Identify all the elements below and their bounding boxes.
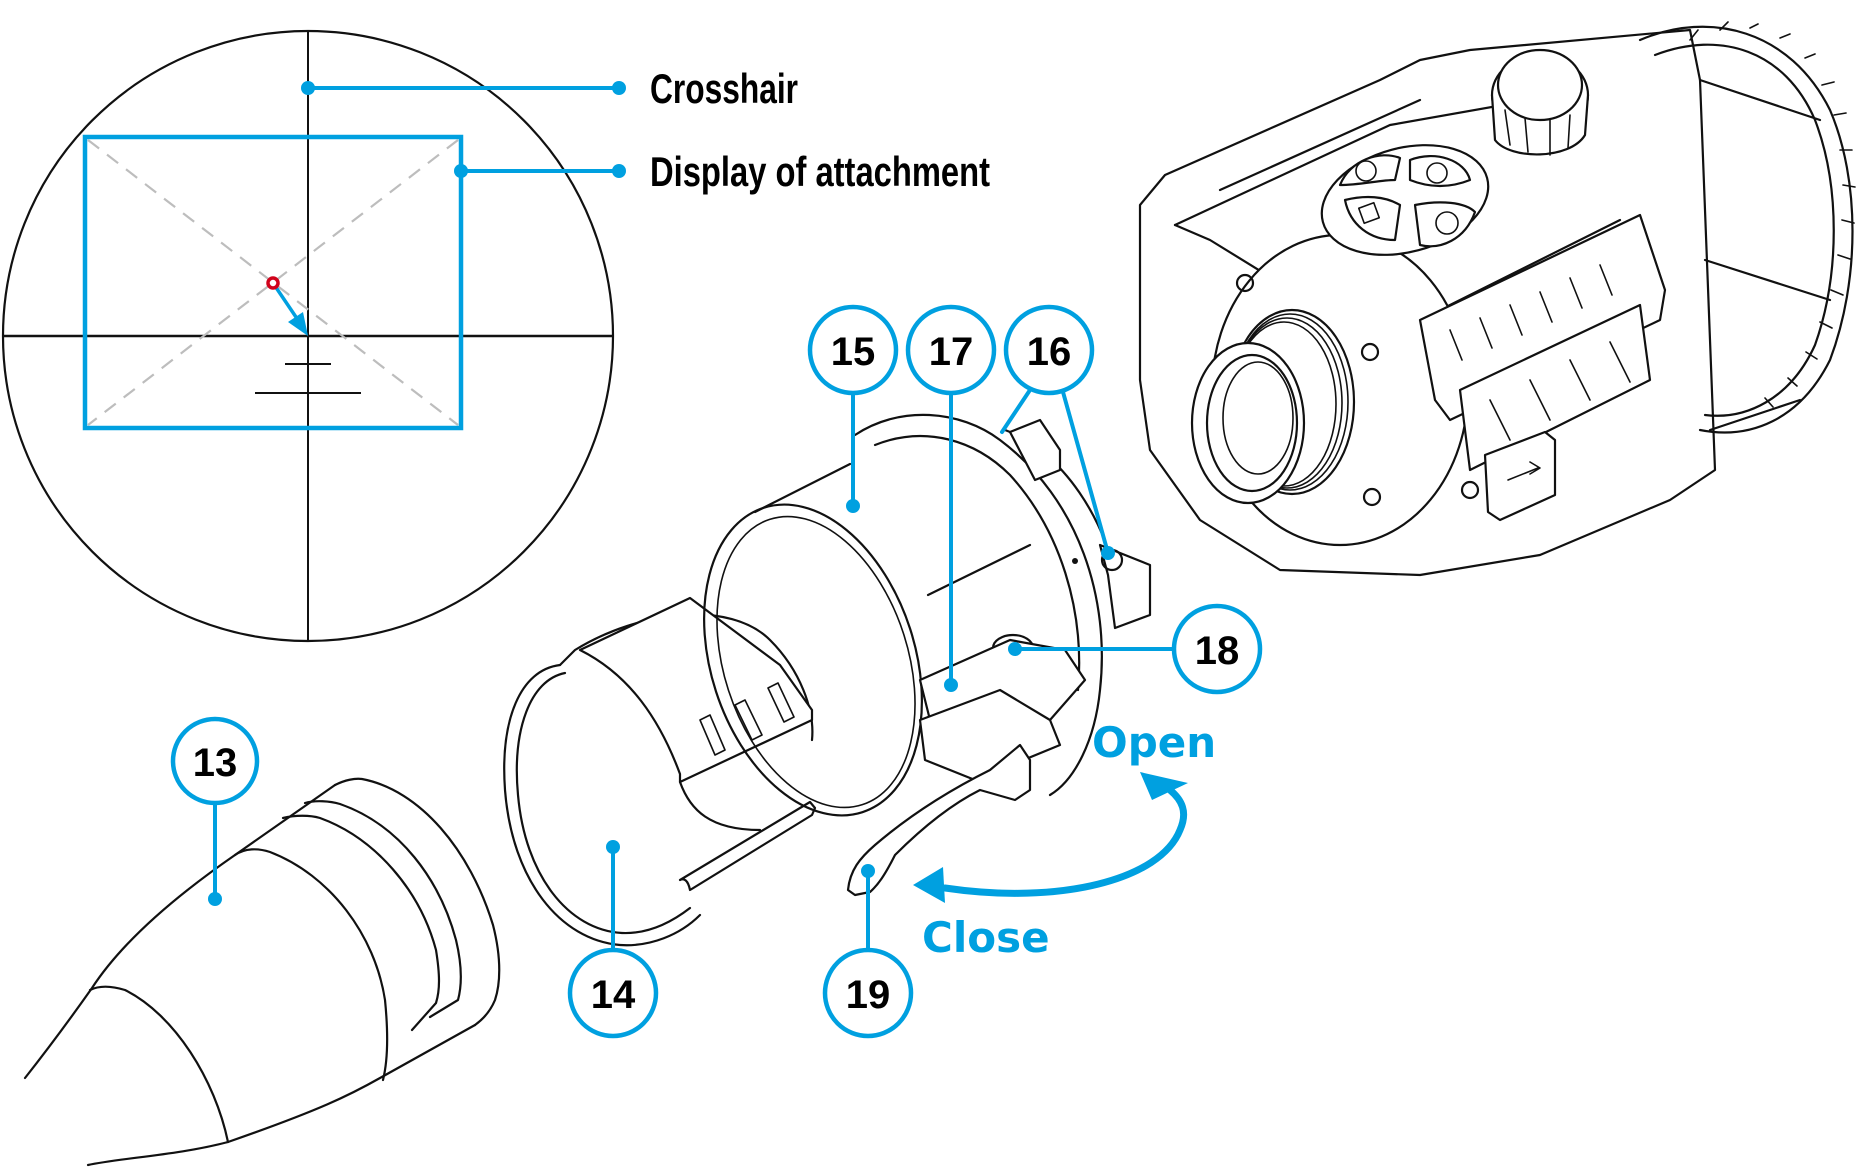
riflescope-eyepiece: [23, 777, 501, 1167]
adapter-ring-inner: [515, 671, 692, 935]
mount-top-line: [753, 462, 852, 514]
crosshair-leader-end-dot: [612, 81, 626, 95]
keypad-button-top-left[interactable]: [1338, 154, 1402, 187]
mount-mid-line: [926, 543, 1032, 597]
square-icon: [1357, 201, 1381, 225]
scope-ring-3: [233, 848, 389, 1082]
lever-direction-arrow: Open Close: [913, 718, 1216, 962]
thermal-attachment-device: [1138, 21, 1856, 577]
open-arrowhead: [1140, 772, 1188, 800]
open-close-arrow-curve: [941, 786, 1188, 897]
device-keypad: [1320, 144, 1490, 256]
callout-13-dot: [208, 892, 222, 906]
scope-inner-arc: [88, 985, 230, 1144]
callout-14-dot: [606, 840, 620, 854]
callout-19-dot: [861, 864, 875, 878]
close-arrowhead: [913, 867, 945, 903]
callout-18-dot: [1008, 642, 1022, 656]
flange-screw-1: [1235, 273, 1255, 293]
mount-front-ring-inner: [716, 515, 916, 809]
device-objective-outer: [1638, 25, 1854, 434]
device-rail-teeth: [1449, 264, 1613, 361]
display-diagonal-1: [87, 139, 459, 426]
device-objective-knurling: [1689, 21, 1856, 408]
device-objective-cone-lines: [1698, 78, 1832, 432]
scope-ring-1: [303, 800, 462, 1019]
shift-arrow-shaft: [271, 282, 302, 324]
callout-19-circle: [822, 947, 914, 1039]
adapter-inner-edge: [678, 780, 762, 832]
usb-icon: [1507, 461, 1541, 481]
callout-15-number: 15: [831, 330, 876, 374]
device-objective-inner: [1653, 43, 1835, 417]
device-side-rail: [1418, 213, 1667, 422]
scope-front-rim: [333, 777, 501, 1027]
callout-18-circle: [1171, 603, 1263, 695]
adapter-slots: [699, 682, 795, 756]
callout-16-circle: [1003, 304, 1095, 396]
device-lens-ring-outer: [1190, 341, 1306, 505]
mount-front-ring-outer: [703, 503, 923, 817]
point-of-impact-dot: [266, 276, 280, 290]
reticle-view: Crosshair Display of attachment: [1, 29, 990, 643]
scope-top-edge: [23, 783, 337, 1080]
shift-arrow-head: [288, 312, 308, 336]
callout-14-number: 14: [591, 973, 636, 1017]
mount-screw-block-top: [1008, 418, 1062, 482]
callout-17-number: 17: [929, 330, 974, 374]
mount-rear-flange-outer: [853, 413, 1103, 797]
keypad-button-bottom-right[interactable]: [1413, 201, 1477, 248]
undo-arrow-icon: [1426, 162, 1448, 184]
adapter-ribbed-plate: [578, 596, 814, 784]
mount-rear-flange-inner: [873, 434, 1081, 692]
callout-16-number: 16: [1027, 330, 1072, 374]
callout-19-number: 19: [846, 973, 891, 1017]
mount-screw-block-side: [1098, 543, 1152, 630]
adapter-ring-outer: [503, 663, 702, 947]
crosshair-leader-start-dot: [301, 81, 315, 95]
flange-screw-2: [1360, 342, 1380, 362]
scope-ring-2: [281, 814, 441, 1032]
callout-17-circle: [905, 304, 997, 396]
device-lens-glass: [1222, 361, 1294, 475]
device-cover-ribs: [1489, 341, 1631, 441]
callout-16-leader-b: [1061, 390, 1110, 555]
display-of-attachment-label: Display of attachment: [650, 148, 990, 195]
device-lens-ring-inner: [1205, 353, 1299, 493]
play-triangle-icon: [1355, 160, 1377, 182]
quick-release-mount: [703, 413, 1152, 897]
device-knob-ribs: [1504, 109, 1571, 156]
mount-pin-hole: [1072, 558, 1078, 564]
device-knob-cap: [1496, 48, 1584, 122]
callout-14-circle: [567, 947, 659, 1039]
callout-13-circle: [170, 716, 260, 806]
close-label: Close: [922, 913, 1050, 962]
keypad-button-top-right[interactable]: [1408, 155, 1472, 188]
display-of-attachment-frame: [82, 134, 464, 431]
open-label: Open: [1092, 718, 1216, 767]
display-leader-end-dot: [612, 164, 626, 178]
device-usb-hinge: [1460, 480, 1480, 500]
callout-17-dot: [944, 678, 958, 692]
clamp-adapter: [503, 596, 817, 947]
flange-screw-3: [1362, 487, 1382, 507]
callout-16-leader-a: [1000, 388, 1032, 434]
display-diagonal-2: [87, 139, 459, 426]
callout-15-circle: [807, 304, 899, 396]
callout-16-dot: [1101, 546, 1115, 560]
callout-15-dot: [846, 499, 860, 513]
scope-bottom-edge: [86, 1023, 477, 1167]
device-battery-cover: [1458, 303, 1652, 472]
callout-18-number: 18: [1195, 629, 1240, 673]
callout-13-number: 13: [193, 741, 238, 785]
triangle-dot-icon: [1435, 211, 1459, 235]
crosshair-label: Crosshair: [650, 65, 798, 112]
adapter-lower-lip: [678, 800, 817, 892]
display-leader-start-dot: [454, 164, 468, 178]
device-top-ridge: [1218, 98, 1422, 192]
callouts: 13 14 15 17 16 18 19: [170, 304, 1263, 1039]
